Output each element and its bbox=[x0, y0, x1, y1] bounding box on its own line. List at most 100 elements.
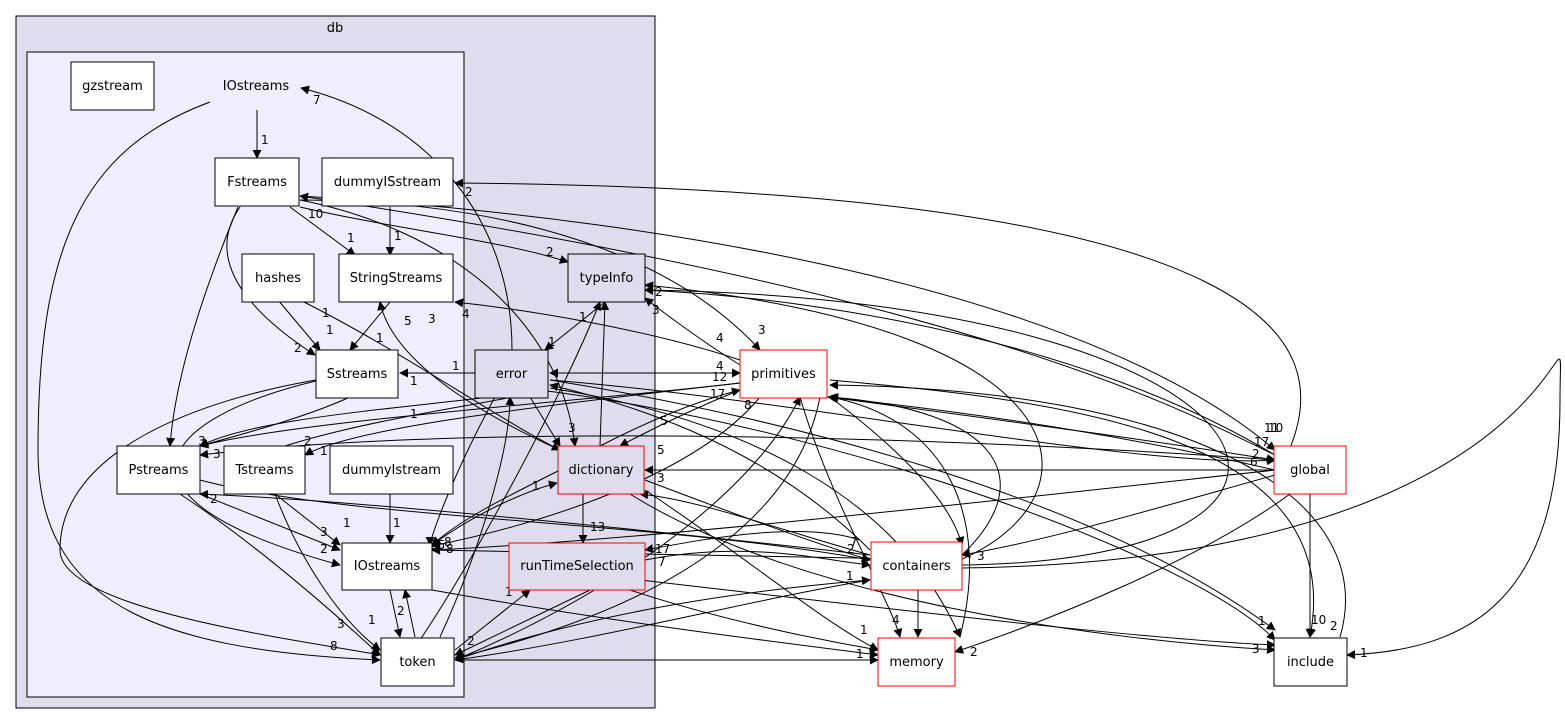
edge-label: 3 bbox=[652, 303, 660, 317]
edge-label: 2 bbox=[397, 604, 405, 618]
nodes: gzstream Fstreams dummyISstream hashes S… bbox=[70, 61, 1348, 687]
edge-label: 1 bbox=[343, 516, 351, 530]
edge-label: 2 bbox=[320, 542, 328, 556]
edge-label: 1 bbox=[394, 229, 402, 243]
node-label: include bbox=[1287, 655, 1334, 670]
node-label: dummyISstream bbox=[334, 175, 441, 190]
node-label: Tstreams bbox=[234, 463, 293, 478]
edge-label: 2 bbox=[304, 434, 312, 448]
edge-label: 1 bbox=[1360, 646, 1368, 660]
edge-label: 3 bbox=[568, 421, 576, 435]
edge-label: 8 bbox=[330, 639, 338, 653]
node-label: memory bbox=[889, 655, 944, 670]
node-label: error bbox=[496, 367, 528, 382]
edge-label: 1 bbox=[393, 516, 401, 530]
edge-label: 2 bbox=[1330, 619, 1338, 633]
node-label: gzstream bbox=[82, 79, 143, 94]
node-global[interactable]: global bbox=[1273, 445, 1347, 495]
node-label: Fstreams bbox=[227, 175, 287, 190]
edge-label: 7 bbox=[850, 535, 858, 549]
edge-label: 3 bbox=[758, 323, 766, 337]
node-label: token bbox=[399, 655, 435, 670]
edge-label: 11 bbox=[1264, 421, 1279, 435]
edge-label: 8 bbox=[744, 398, 752, 412]
edge-label: 1 bbox=[261, 133, 269, 147]
edge-label: 1 bbox=[410, 374, 418, 388]
node-error[interactable]: error bbox=[474, 349, 549, 399]
node-dictionary[interactable]: dictionary bbox=[557, 445, 645, 495]
edge-label: 10 bbox=[1268, 421, 1283, 435]
edge-label: 1 bbox=[322, 306, 330, 320]
edge-label: 25 bbox=[430, 538, 445, 552]
edge-label: 3 bbox=[337, 617, 345, 631]
node-label: Sstreams bbox=[327, 367, 388, 382]
cluster-db-label: db bbox=[327, 21, 344, 36]
node-dummyisstream[interactable]: dummyISstream bbox=[321, 157, 454, 207]
node-label: containers bbox=[882, 559, 951, 574]
node-label: hashes bbox=[255, 271, 301, 286]
node-label: dictionary bbox=[569, 463, 634, 478]
edge-label: 1 bbox=[856, 647, 864, 661]
edge-label: 1 bbox=[1258, 614, 1266, 628]
edge-label: 17 bbox=[710, 387, 725, 401]
edge-label: 1 bbox=[860, 623, 868, 637]
cluster-iostreams-label: IOstreams bbox=[223, 79, 290, 94]
node-containers[interactable]: containers bbox=[870, 541, 963, 591]
edge-label: 2 bbox=[1252, 447, 1260, 461]
node-pstreams[interactable]: Pstreams bbox=[116, 445, 201, 495]
node-primitives[interactable]: primitives bbox=[739, 349, 828, 399]
edge-label: 1 bbox=[320, 444, 328, 458]
node-stringstreams[interactable]: StringStreams bbox=[338, 253, 454, 303]
edge-label: 3 bbox=[1252, 642, 1260, 656]
edge-label: 5 bbox=[660, 414, 668, 428]
node-token[interactable]: token bbox=[380, 637, 455, 687]
edge-label: 1 bbox=[368, 613, 376, 627]
edge-label: 2 bbox=[210, 492, 218, 506]
edge-label: 2 bbox=[655, 285, 663, 299]
node-include[interactable]: include bbox=[1273, 637, 1348, 687]
edge-label: 1 bbox=[846, 569, 854, 583]
node-label: typeInfo bbox=[580, 271, 634, 286]
node-sstreams[interactable]: Sstreams bbox=[315, 349, 399, 399]
edge-label: 1 bbox=[548, 335, 556, 349]
node-hashes[interactable]: hashes bbox=[241, 253, 315, 303]
edge-label: 3 bbox=[213, 447, 221, 461]
node-dummyistream[interactable]: dummyIstream bbox=[329, 445, 454, 495]
edge-label: 12 bbox=[712, 370, 727, 384]
edge-label: 1 bbox=[376, 331, 384, 345]
node-fstreams[interactable]: Fstreams bbox=[214, 157, 300, 207]
node-typeinfo[interactable]: typeInfo bbox=[567, 253, 646, 303]
edge-label: 4 bbox=[892, 613, 900, 627]
edge-label: 5 bbox=[404, 314, 412, 328]
edge-label: 3 bbox=[428, 312, 436, 326]
edge-label: 1 bbox=[347, 231, 355, 245]
edge-label: 1 bbox=[326, 323, 334, 337]
node-label: dummyIstream bbox=[342, 463, 441, 478]
node-label: global bbox=[1290, 463, 1330, 478]
node-label: IOstreams bbox=[354, 559, 421, 574]
node-runtimeselection[interactable]: runTimeSelection bbox=[508, 542, 646, 591]
edge-label: 13 bbox=[590, 520, 605, 534]
edge-label: 1 bbox=[452, 359, 460, 373]
edge-label: 4 bbox=[716, 359, 724, 373]
node-label: Pstreams bbox=[129, 463, 189, 478]
edge-label: 1 bbox=[532, 479, 540, 493]
edge-label: 2 bbox=[465, 185, 473, 199]
edge-label: 2 bbox=[546, 245, 554, 259]
edge-label: 6 bbox=[1250, 455, 1258, 469]
edge-label: 17 bbox=[1254, 435, 1269, 449]
edge-label: 2 bbox=[847, 542, 855, 556]
edge-label: 10 bbox=[308, 207, 323, 221]
node-tstreams[interactable]: Tstreams bbox=[223, 445, 306, 495]
edge-label: 10 bbox=[1311, 613, 1326, 627]
edge-label: 2 bbox=[970, 645, 978, 659]
edge-label: 8 bbox=[446, 542, 454, 556]
edge-label: 8 bbox=[444, 535, 452, 549]
node-memory[interactable]: memory bbox=[877, 637, 956, 687]
edge-label: 3 bbox=[977, 549, 985, 563]
edge-label: 1 bbox=[505, 585, 513, 599]
node-iostreams[interactable]: IOstreams bbox=[341, 542, 433, 591]
node-gzstream[interactable]: gzstream bbox=[70, 61, 155, 111]
edge-label: 17 bbox=[655, 542, 670, 556]
